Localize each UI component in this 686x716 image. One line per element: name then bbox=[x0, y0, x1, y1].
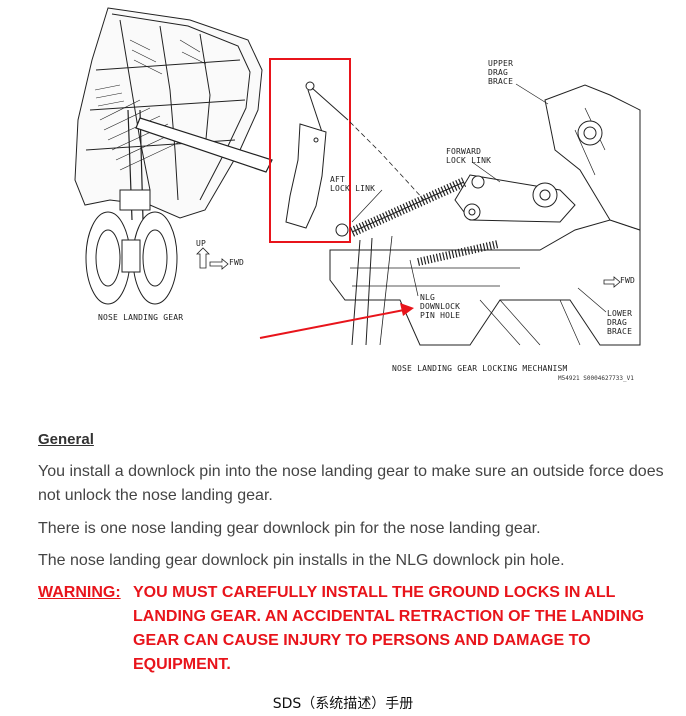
warning-text: YOU MUST CAREFULLY INSTALL THE GROUND LO… bbox=[133, 584, 645, 673]
landing-gear-figure: UP FWD NOSE LANDING GEAR bbox=[74, 7, 641, 382]
section-title: General bbox=[38, 431, 94, 448]
pin-callout-box bbox=[269, 58, 351, 243]
figure-id: M54921 S0004627733_V1 bbox=[558, 375, 634, 382]
pin-path-dashed-line bbox=[349, 121, 425, 201]
lower-drag-brace-label: LOWER DRAG BRACE bbox=[607, 309, 637, 336]
paragraph-pin-location: The nose landing gear downlock pin insta… bbox=[38, 552, 565, 569]
technical-illustration: UP FWD NOSE LANDING GEAR bbox=[74, 7, 641, 382]
nose-gear-overview-drawing bbox=[74, 7, 273, 305]
locking-mechanism-drawing bbox=[329, 84, 641, 346]
aft-lock-link-label: AFT LOCK LINK bbox=[330, 175, 375, 193]
locking-mechanism-caption: NOSE LANDING GEAR LOCKING MECHANISM bbox=[392, 364, 568, 373]
up-label: UP bbox=[196, 239, 206, 248]
paragraph-downlock-purpose: You install a downlock pin into the nose… bbox=[38, 463, 664, 504]
footer-caption: SDS（系统描述）手册 bbox=[272, 696, 414, 712]
warning-label: WARNING: bbox=[38, 584, 121, 601]
downlock-pin-drawing bbox=[285, 81, 349, 229]
label-leader-lines bbox=[351, 83, 607, 313]
paragraph-pin-count: There is one nose landing gear downlock … bbox=[38, 520, 541, 537]
forward-lock-link-label: FORWARD LOCK LINK bbox=[446, 147, 491, 165]
fwd-label-left: FWD bbox=[229, 258, 244, 267]
nlg-downlock-pin-hole-label: NLG DOWNLOCK PIN HOLE bbox=[420, 293, 465, 320]
direction-indicator-right: FWD bbox=[603, 276, 635, 288]
direction-indicator-left: UP FWD bbox=[196, 239, 244, 270]
upper-drag-brace-label: UPPER DRAG BRACE bbox=[488, 59, 518, 86]
nose-landing-gear-caption: NOSE LANDING GEAR bbox=[98, 313, 183, 322]
pin-hole-red-arrow bbox=[259, 303, 414, 339]
fwd-label-right: FWD bbox=[620, 276, 635, 285]
